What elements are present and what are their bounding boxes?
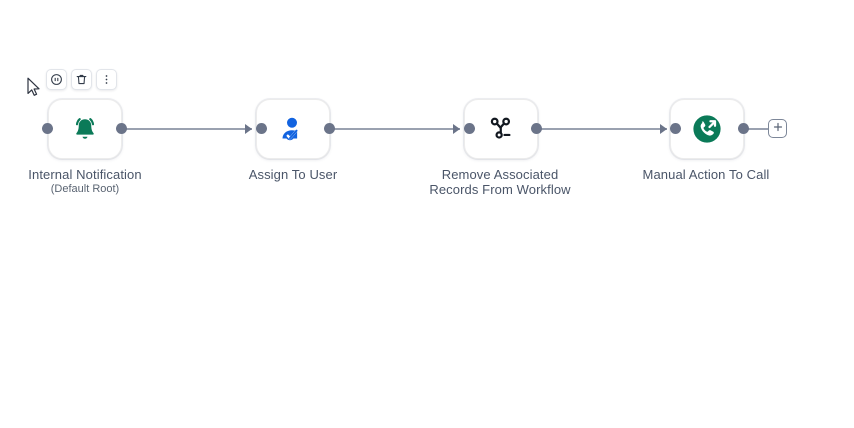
- node-label-assign-to-user: Assign To User: [248, 167, 338, 182]
- port-input-internal-notification[interactable]: [42, 123, 53, 134]
- edge-arrow-1: [245, 124, 252, 134]
- node-label-remove-associated-records: Remove Associated Records From Workflow: [429, 167, 571, 197]
- node-toolbar: [46, 69, 117, 90]
- bell-icon: [68, 112, 102, 146]
- add-step-button[interactable]: [768, 119, 787, 138]
- workflow-node-internal-notification[interactable]: [48, 99, 122, 159]
- edge-arrow-3: [660, 124, 667, 134]
- node-sublabel-internal-notification: (Default Root): [50, 183, 120, 195]
- port-input-manual-action-to-call[interactable]: [670, 123, 681, 134]
- workflow-node-assign-to-user[interactable]: [256, 99, 330, 159]
- plus-icon: [772, 120, 784, 138]
- edge-manual-action-to-add-button: [744, 128, 768, 130]
- port-input-remove-associated-records[interactable]: [464, 123, 475, 134]
- remove-association-icon: [484, 112, 518, 146]
- edge-assign-to-user-to-remove-associated-records: [330, 128, 460, 130]
- mouse-pointer-icon: [27, 77, 42, 102]
- trash-icon: [75, 73, 88, 86]
- outgoing-call-icon: [690, 112, 724, 146]
- port-output-remove-associated-records[interactable]: [531, 123, 542, 134]
- edge-internal-notification-to-assign-to-user: [122, 128, 252, 130]
- node-label-manual-action-to-call: Manual Action To Call: [642, 167, 770, 182]
- port-output-manual-action-to-call[interactable]: [738, 123, 749, 134]
- workflow-node-remove-associated-records[interactable]: [464, 99, 538, 159]
- port-input-assign-to-user[interactable]: [256, 123, 267, 134]
- node-label-internal-notification: Internal Notification: [28, 167, 142, 182]
- port-output-internal-notification[interactable]: [116, 123, 127, 134]
- edge-remove-associated-records-to-manual-action-to-call: [537, 128, 667, 130]
- more-vertical-icon: [100, 73, 113, 86]
- more-options-button[interactable]: [96, 69, 117, 90]
- workflow-node-manual-action-to-call[interactable]: [670, 99, 744, 159]
- edge-arrow-2: [453, 124, 460, 134]
- port-output-assign-to-user[interactable]: [324, 123, 335, 134]
- pause-circle-icon: [50, 73, 63, 86]
- user-check-icon: [276, 112, 310, 146]
- pause-node-button[interactable]: [46, 69, 67, 90]
- delete-node-button[interactable]: [71, 69, 92, 90]
